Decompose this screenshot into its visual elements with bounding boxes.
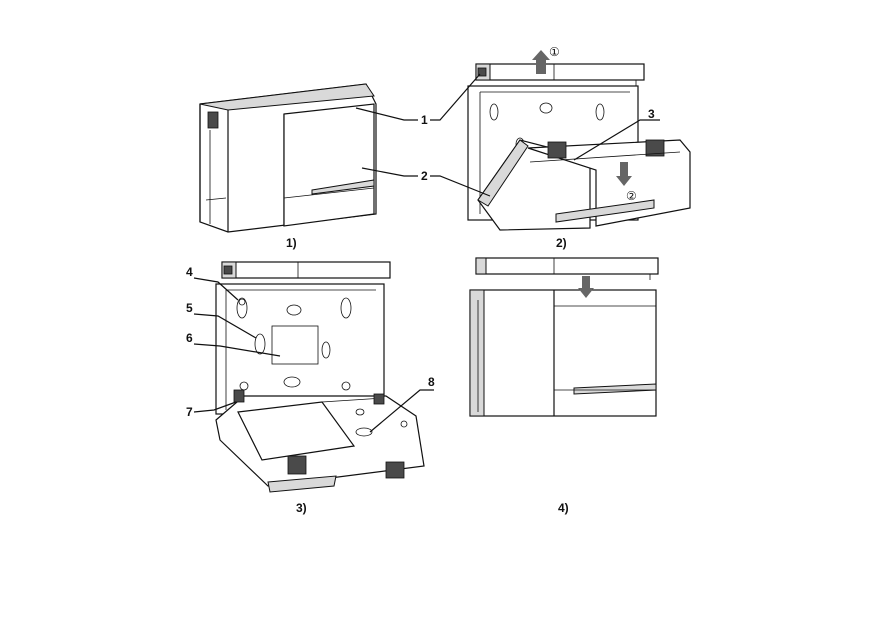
callout-7-label: 7 [186,405,193,419]
panel-4-caption: 4) [558,501,569,515]
slide-down-arrow-icon [616,162,632,186]
callout-7-leader [193,401,237,413]
panel-2-caption: 2) [556,236,567,250]
callout-8-label: 8 [428,375,435,389]
callout-1-leader-b [430,73,481,121]
callout-2-leader-b [430,175,491,197]
callout-2-label: 2 [421,169,428,183]
callout-4-label: 4 [186,265,193,279]
callout-1-label: 1 [421,113,428,127]
callout-5-leader [193,313,257,339]
callout-3-leader [573,119,660,161]
press-down-arrow-icon [578,276,594,298]
panel-3-open-device [215,261,425,493]
step-2-marker: ② [626,189,637,203]
panel-1-closed-device [199,83,377,233]
callout-2-leader [361,167,418,177]
panel-2-opening [467,50,691,231]
callout-4-leader [193,277,239,301]
callout-3-label: 3 [648,107,655,121]
panel-3-caption: 3) [296,501,307,515]
callout-6-leader [193,343,281,357]
callout-8-leader [369,389,434,433]
step-1-marker: ① [549,45,560,59]
callout-1-leader [355,107,418,121]
panel-1-caption: 1) [286,236,297,250]
callout-6-label: 6 [186,331,193,345]
lift-arrow-icon [532,50,550,74]
panel-4-closing [469,257,659,417]
callout-5-label: 5 [186,301,193,315]
